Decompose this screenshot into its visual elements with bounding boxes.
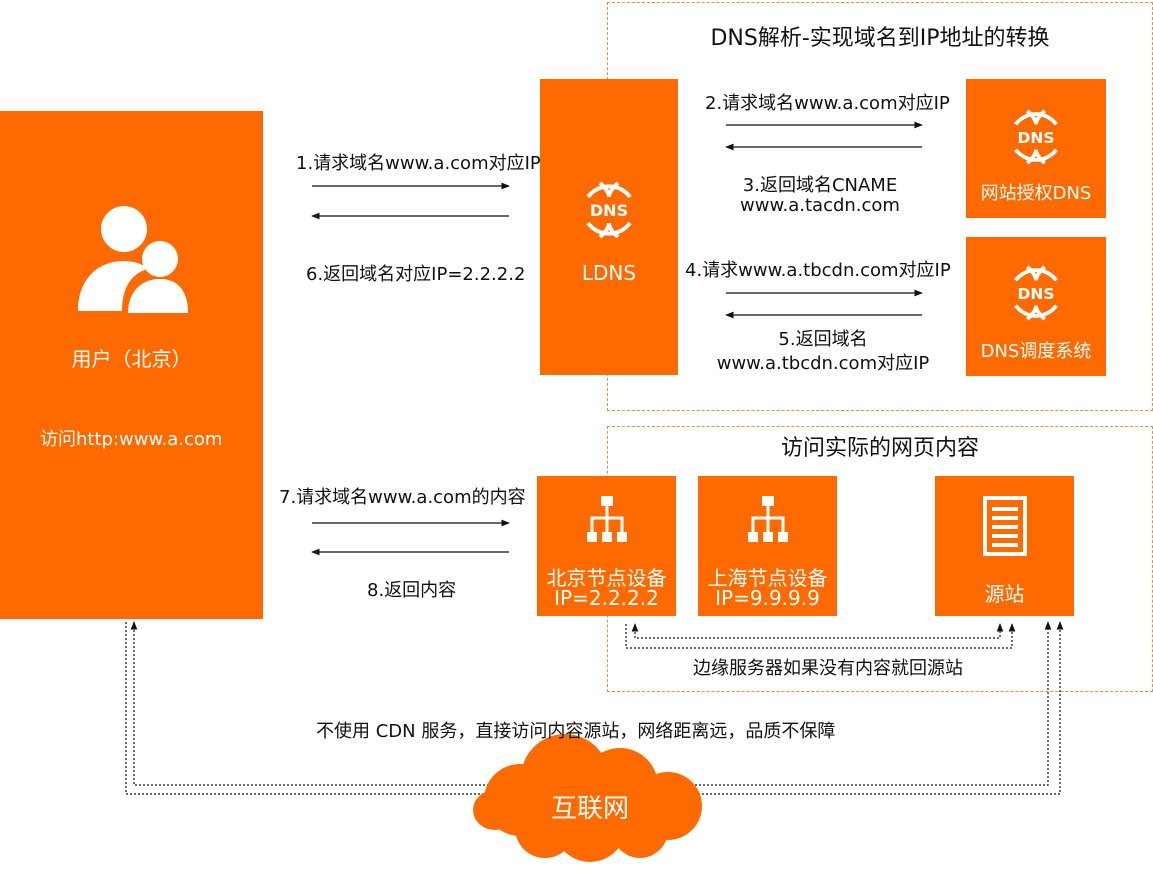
no-cdn-route-outer	[125, 621, 1064, 795]
ldns-box: DNS LDNS	[540, 79, 678, 375]
step-8-label: 8.返回内容	[367, 580, 457, 601]
shanghai-node-name: 上海节点设备	[707, 566, 828, 590]
step-4-label: 4.请求www.a.tbcdn.com对应IP	[685, 260, 951, 281]
dns-globe-icon: DNS	[1014, 265, 1058, 321]
step-1-label: 1.请求域名www.a.com对应IP	[296, 153, 540, 174]
svg-text:DNS: DNS	[590, 201, 628, 220]
step-5-label-line1: 5.返回域名	[778, 329, 868, 350]
origin-box: 源站	[935, 476, 1074, 616]
back-to-origin-connector-outer	[625, 623, 1016, 649]
svg-text:DNS: DNS	[1018, 129, 1055, 147]
beijing-node-name: 北京节点设备	[546, 566, 667, 590]
document-icon	[983, 496, 1027, 556]
users-icon	[78, 206, 188, 313]
step-2-label: 2.请求域名www.a.com对应IP	[705, 93, 950, 114]
user-box: 用户（北京） 访问http:www.a.com	[0, 111, 263, 619]
user-visit-url: 访问http:www.a.com	[40, 429, 223, 450]
origin-label: 源站	[984, 582, 1025, 606]
dns-section-title: DNS解析-实现域名到IP地址的转换	[710, 26, 1050, 51]
step-7-label: 7.请求域名www.a.com的内容	[279, 487, 526, 508]
step-3-label-line1: 3.返回域名CNAME	[742, 175, 898, 196]
svg-text:DNS: DNS	[1018, 285, 1055, 303]
shanghai-node-ip: IP=9.9.9.9	[715, 586, 820, 610]
beijing-node-ip: IP=2.2.2.2	[554, 586, 659, 610]
ldns-label: LDNS	[581, 261, 637, 285]
dns-scheduler-box: DNS DNS调度系统	[966, 237, 1106, 376]
auth-dns-label: 网站授权DNS	[980, 183, 1092, 204]
user-name: 用户（北京）	[71, 347, 192, 371]
dns-globe-icon: DNS	[1014, 109, 1058, 165]
back-to-origin-note: 边缘服务器如果没有内容就回源站	[693, 658, 963, 679]
content-section-title: 访问实际的网页内容	[780, 436, 979, 461]
cloud-icon	[473, 734, 702, 862]
step-6-label: 6.返回域名对应IP=2.2.2.2	[306, 264, 526, 285]
internet-label: 互联网	[550, 794, 629, 824]
back-to-origin-connector-inner	[631, 623, 1004, 639]
auth-dns-box: DNS 网站授权DNS	[966, 79, 1106, 218]
step-5-label-line2: www.a.tbcdn.com对应IP	[716, 353, 930, 374]
network-tree-icon	[587, 496, 627, 542]
no-cdn-note: 不使用 CDN 服务，直接访问内容源站，网络距离远，品质不保障	[316, 721, 836, 742]
step-3-label-line2: www.a.tacdn.com	[740, 195, 900, 216]
network-tree-icon	[748, 496, 788, 542]
dns-scheduler-label: DNS调度系统	[980, 341, 1092, 362]
beijing-node-box: 北京节点设备 IP=2.2.2.2	[537, 476, 676, 616]
dns-globe-icon: DNS	[586, 181, 632, 239]
shanghai-node-box: 上海节点设备 IP=9.9.9.9	[698, 476, 837, 616]
